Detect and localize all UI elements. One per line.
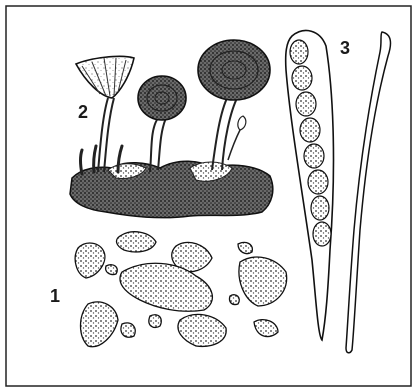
substrate-rock xyxy=(70,161,273,217)
spore xyxy=(292,66,312,90)
spore xyxy=(300,118,320,142)
label-3: 3 xyxy=(340,38,350,58)
spore xyxy=(290,40,308,64)
fragment xyxy=(149,315,161,328)
fragment xyxy=(229,295,239,305)
spore xyxy=(304,144,324,168)
spore xyxy=(308,170,328,194)
apothecium-disc xyxy=(198,40,270,100)
young-stalk xyxy=(81,150,83,174)
spore xyxy=(311,196,329,220)
fragment xyxy=(121,323,135,337)
label-2: 2 xyxy=(78,102,88,122)
spore xyxy=(296,92,316,116)
spore xyxy=(313,222,331,246)
fragment xyxy=(106,265,118,275)
apothecium-disc xyxy=(138,76,186,120)
label-1: 1 xyxy=(50,286,60,306)
